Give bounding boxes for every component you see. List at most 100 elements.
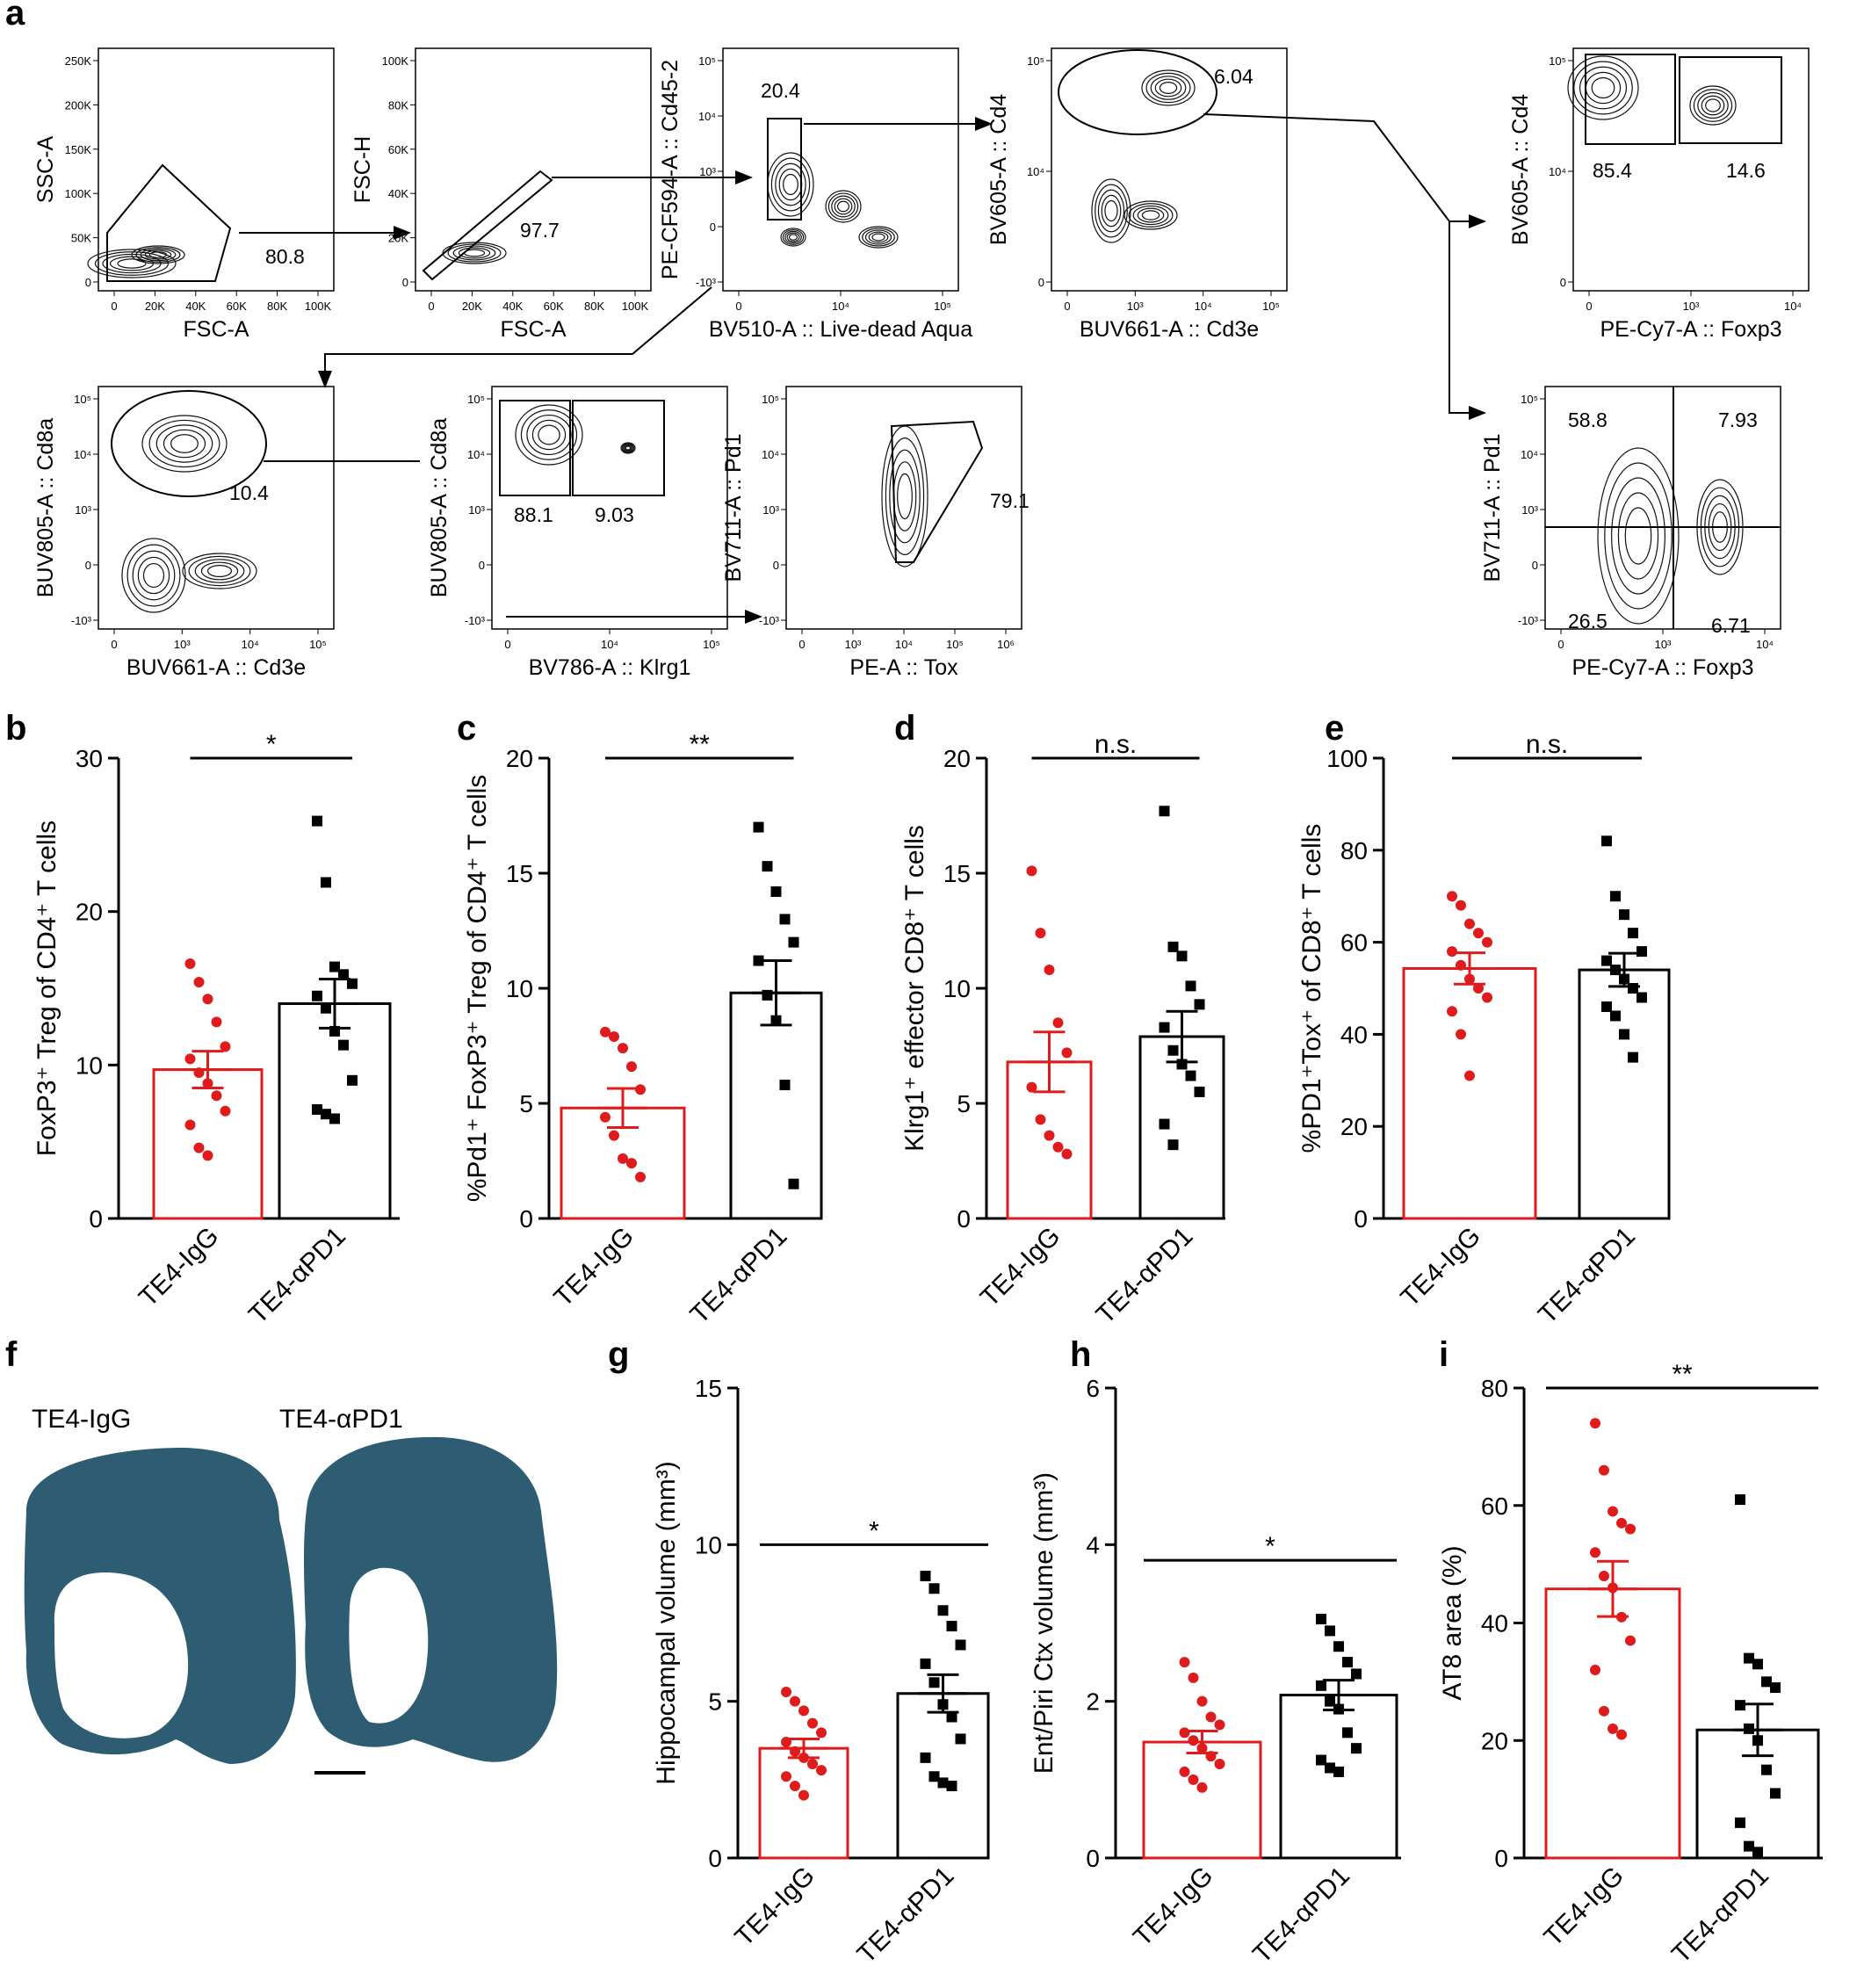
flow-x-tick-label: 0 <box>504 638 510 651</box>
data-point-igg <box>1599 1571 1609 1581</box>
significance-label: * <box>1265 1532 1275 1561</box>
flow-contour <box>1095 184 1128 238</box>
data-point-apd1 <box>1628 983 1638 994</box>
data-point-igg <box>1625 1523 1636 1535</box>
data-point-igg <box>184 1053 196 1065</box>
flow-x-tick-label: 100K <box>622 300 649 313</box>
flow-contour <box>836 200 849 213</box>
data-point-apd1 <box>1194 999 1205 1010</box>
flow-contour <box>452 245 496 261</box>
flow-y-tick-label: -10³ <box>696 276 717 289</box>
data-point-igg <box>1196 1695 1208 1707</box>
flow-contour <box>871 233 885 242</box>
flow-contour <box>862 228 895 247</box>
data-point-apd1 <box>788 936 799 948</box>
flow-y-tick-label: 10⁴ <box>467 448 485 461</box>
flow-contour <box>515 404 583 466</box>
data-point-apd1 <box>1316 1680 1326 1691</box>
flow-x-tick-label: 10⁴ <box>1784 300 1802 313</box>
flow-x-tick-label: 10⁴ <box>895 638 913 651</box>
data-point-apd1 <box>347 1074 358 1086</box>
data-point-igg <box>807 1759 818 1769</box>
data-point-igg <box>816 1727 827 1739</box>
data-point-igg <box>1464 1070 1475 1081</box>
data-point-apd1 <box>1333 1703 1344 1715</box>
flow-contour <box>1150 76 1187 100</box>
data-point-igg <box>1196 1782 1208 1793</box>
y-tick-label: 40 <box>1340 1021 1368 1048</box>
data-point-apd1 <box>1761 1764 1772 1775</box>
flow-y-tick-label: 0 <box>85 559 91 572</box>
flow-plot-frame <box>98 47 335 292</box>
flow-contour <box>1567 55 1639 120</box>
data-point-apd1 <box>1744 1652 1754 1664</box>
y-tick-label: 0 <box>957 1205 971 1233</box>
data-point-apd1 <box>920 1658 931 1669</box>
y-tick-label: 0 <box>1354 1205 1368 1233</box>
flow-contour <box>889 449 921 544</box>
flow-contour <box>1091 178 1131 243</box>
data-point-apd1 <box>1610 891 1621 902</box>
flow-contour <box>182 553 257 589</box>
flow-x-tick-label: 20K <box>462 300 482 313</box>
y-tick-label: 40 <box>1481 1610 1508 1637</box>
bar-apd1 <box>729 991 823 1220</box>
flow-contour <box>1689 85 1737 126</box>
gate-percentage: 80.8 <box>265 245 305 268</box>
data-point-apd1 <box>1176 1059 1188 1070</box>
flow-x-tick-label: 10⁴ <box>1195 300 1212 313</box>
flow-contour <box>786 232 800 242</box>
flow-x-axis-label: BUV661-A :: Cd3e <box>126 655 306 680</box>
flow-x-tick-label: 0 <box>798 638 805 651</box>
bar-igg <box>1544 1587 1681 1860</box>
data-point-apd1 <box>1333 1641 1344 1652</box>
data-point-igg <box>1590 1665 1600 1675</box>
significance-label: ** <box>690 730 711 759</box>
data-point-igg <box>202 1078 213 1089</box>
data-point-igg <box>1052 1017 1064 1029</box>
data-point-apd1 <box>338 1039 349 1051</box>
flow-y-tick-label: 100K <box>382 54 409 68</box>
data-point-apd1 <box>928 1583 940 1594</box>
flow-y-tick-label: 80K <box>388 98 408 112</box>
flow-y-tick-label: 0 <box>1038 276 1044 289</box>
significance-label: n.s. <box>1526 730 1568 759</box>
flow-x-tick-label: 0 <box>1064 300 1070 313</box>
gate-foxp3-pos <box>1679 56 1782 144</box>
flow-contour <box>624 445 632 452</box>
flow-y-tick-label: 0 <box>710 220 716 234</box>
data-point-apd1 <box>788 1178 799 1189</box>
flow-plot-frame <box>1051 47 1288 292</box>
bar-igg <box>1402 966 1537 1220</box>
data-point-apd1 <box>1194 1086 1205 1097</box>
flow-y-tick-label: -10³ <box>71 614 92 627</box>
flow-contour <box>788 234 798 241</box>
gate-lymphocytes <box>106 163 232 282</box>
flow-y-axis-label: BV605-A :: Cd4 <box>986 94 1011 245</box>
data-point-apd1 <box>928 1771 940 1782</box>
flow-y-tick-label: 20K <box>388 232 408 245</box>
gate-percentage: 6.71 <box>1711 614 1751 637</box>
data-point-igg <box>807 1717 818 1729</box>
data-point-igg <box>1464 973 1475 985</box>
data-point-igg <box>1179 1727 1190 1739</box>
y-tick-label: 0 <box>519 1205 533 1233</box>
y-tick-label: 20 <box>1481 1727 1508 1754</box>
flow-x-tick-label: 10⁴ <box>242 638 259 651</box>
gate-percentage: 20.4 <box>761 79 800 102</box>
flow-contour <box>458 247 491 259</box>
data-point-apd1 <box>321 1109 331 1120</box>
flow-plot-frame <box>415 47 652 292</box>
flow-contour <box>1101 194 1122 228</box>
flow-contour <box>767 152 814 217</box>
data-point-igg <box>1616 1729 1627 1740</box>
flow-x-tick-label: 40K <box>502 300 523 313</box>
flow-contour <box>87 249 177 278</box>
flow-contour <box>1137 207 1165 223</box>
data-point-igg <box>600 1111 610 1123</box>
